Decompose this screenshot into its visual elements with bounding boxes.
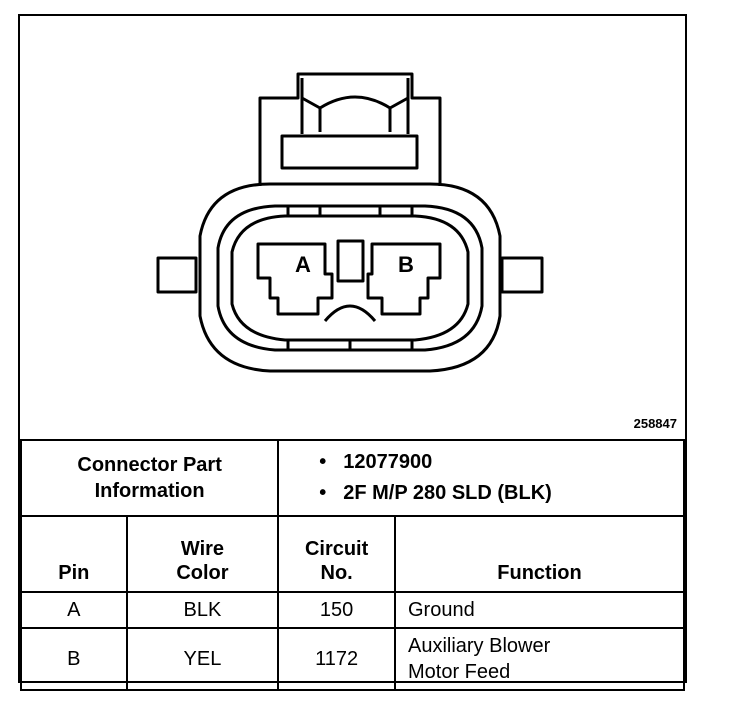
part-info-label-line2: Information xyxy=(94,480,205,502)
col-header-circuit-line2: No. xyxy=(320,562,353,584)
connector-description: 2F M/P 280 SLD (BLK) xyxy=(343,482,552,504)
cell-function-line1: Ground xyxy=(407,598,475,621)
part-info-row: Connector Part Information • 12077900 • 2F… xyxy=(19,439,685,517)
col-header-pin: Pin xyxy=(20,515,128,593)
cell-function: Auxiliary Blower Motor Feed xyxy=(393,627,686,691)
connector-body-outer xyxy=(198,182,502,373)
cell-circuit: 1172 xyxy=(277,627,396,691)
part-info-item: • 12077900 xyxy=(319,447,683,478)
connector-shroud xyxy=(216,204,484,352)
cell-wire-color: YEL xyxy=(125,627,280,691)
connector-info-table: Connector Part Information • 12077900 • 2F… xyxy=(19,439,686,691)
column-header-row: Pin Wire Color Circuit No. Function xyxy=(20,515,686,593)
figure-id: 258847 xyxy=(633,416,677,431)
figure-frame: A B 258847 Connector Part Information • 1… xyxy=(18,14,689,691)
part-number: 12077900 xyxy=(343,451,433,473)
connector-diagram: A B 258847 xyxy=(20,16,689,441)
cell-pin: B xyxy=(20,627,128,691)
connector-face-drawing: A B xyxy=(156,72,544,373)
col-header-wire-color: Wire Color xyxy=(125,515,280,593)
center-key xyxy=(336,239,365,283)
part-info-label-line1: Connector Part xyxy=(77,454,222,476)
bullet-icon: • xyxy=(319,451,327,473)
latch-lever xyxy=(300,78,410,134)
col-header-function: Function xyxy=(393,515,686,593)
cell-function-line1: Auxiliary Blower xyxy=(407,635,551,657)
col-header-wire-line1: Wire xyxy=(180,538,225,560)
col-header-function-text: Function xyxy=(497,562,582,584)
col-header-wire-line2: Color xyxy=(176,562,229,584)
cell-pin: A xyxy=(20,591,128,629)
left-ear xyxy=(156,256,198,294)
col-header-circuit-line1: Circuit xyxy=(304,538,369,560)
table-row: A BLK 150 Ground xyxy=(20,591,686,629)
cavity-b xyxy=(366,242,442,316)
part-info-item: • 2F M/P 280 SLD (BLK) xyxy=(319,478,683,509)
col-header-circuit: Circuit No. xyxy=(277,515,396,593)
right-ear xyxy=(500,256,544,294)
pin-a-label: A xyxy=(295,252,311,277)
latch-housing xyxy=(258,72,442,186)
cell-circuit: 150 xyxy=(277,591,396,629)
pin-b-label: B xyxy=(398,252,414,277)
part-info-values: • 12077900 • 2F M/P 280 SLD (BLK) xyxy=(277,439,685,517)
cell-wire-color: BLK xyxy=(125,591,280,629)
cavity-a xyxy=(256,242,334,316)
latch-tab xyxy=(280,134,419,170)
table-row: B YEL 1172 Auxiliary Blower Motor Feed xyxy=(20,627,686,691)
bullet-icon: • xyxy=(319,482,327,504)
cell-function-line2: Motor Feed xyxy=(407,661,511,683)
col-header-pin-text: Pin xyxy=(58,562,90,584)
cell-function: Ground xyxy=(393,591,686,629)
part-info-label: Connector Part Information xyxy=(19,439,280,517)
